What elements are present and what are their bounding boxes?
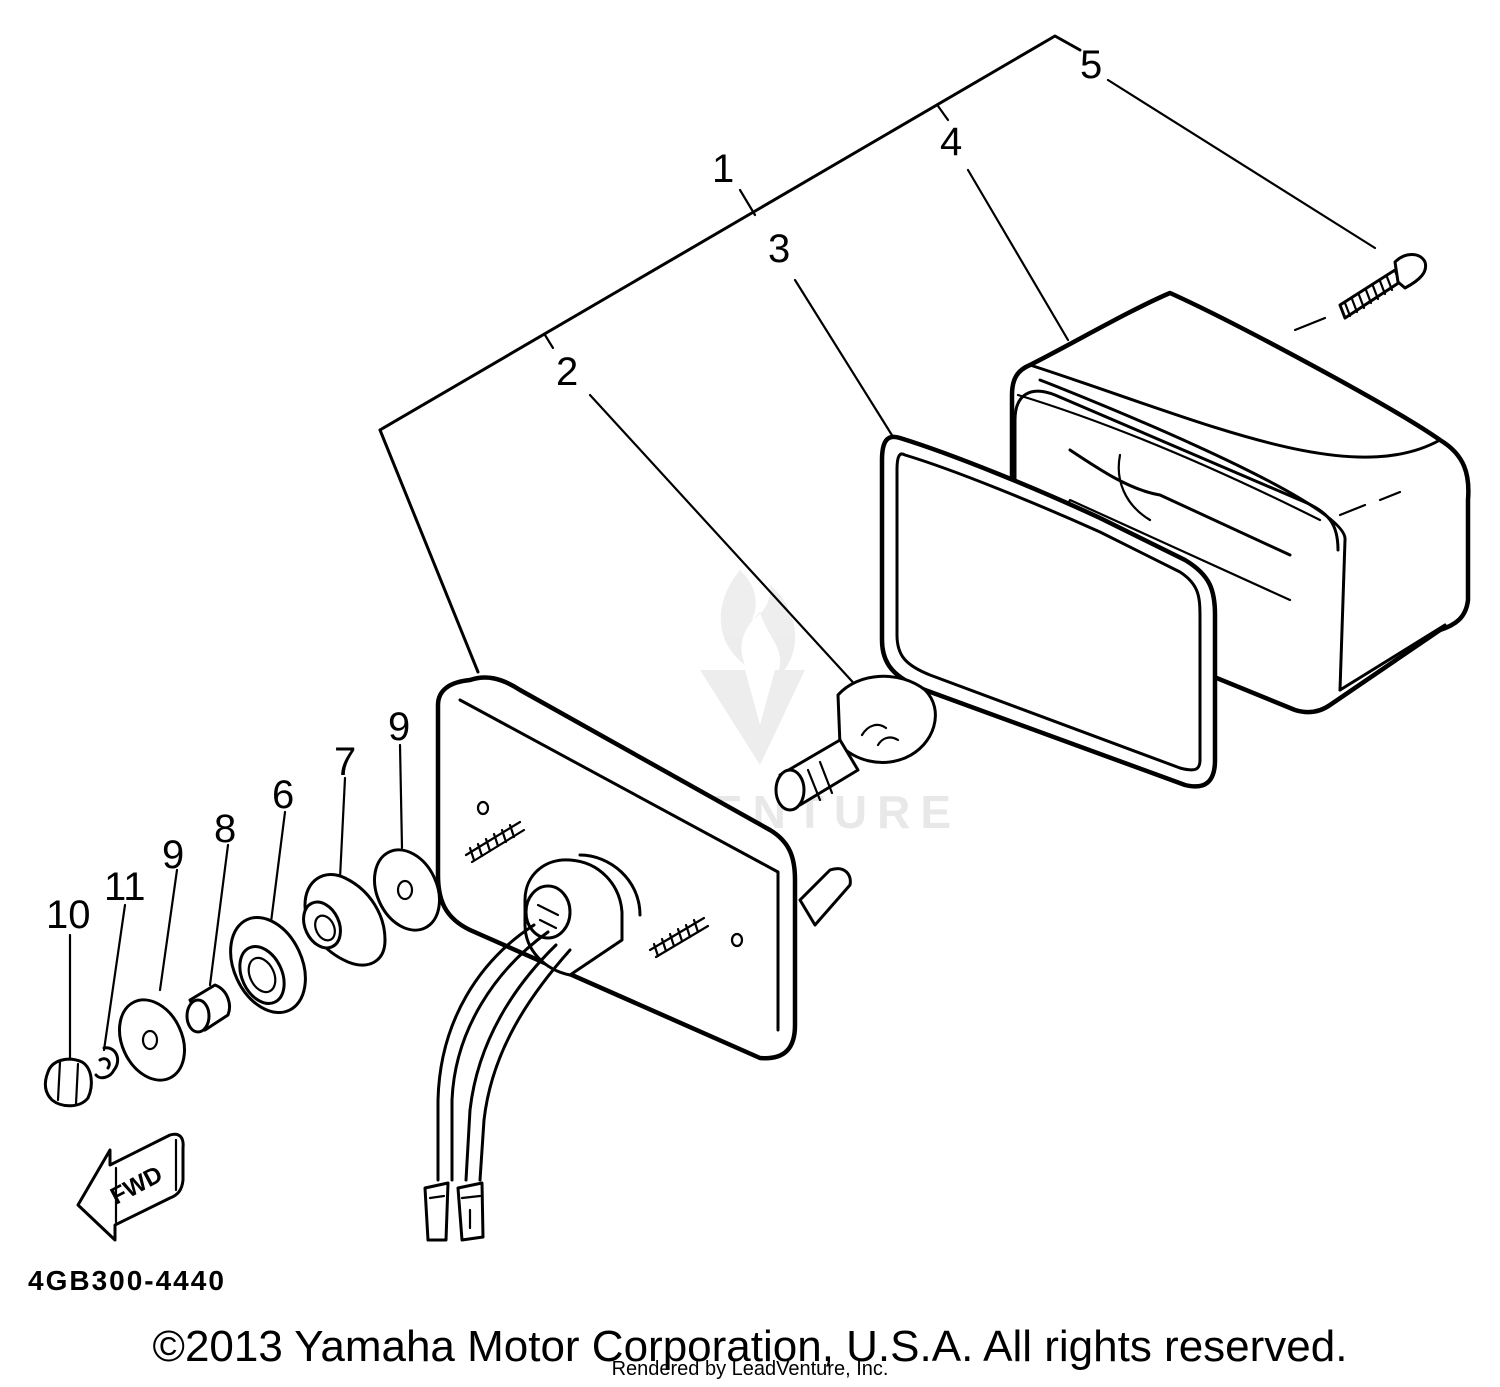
fwd-direction-arrow: FWD — [76, 1132, 185, 1242]
part-2-bulb — [774, 674, 937, 812]
leader-lines — [68, 78, 1377, 1062]
callout-1: 1 — [712, 147, 734, 191]
callout-2: 2 — [556, 350, 578, 394]
rendered-by-notice: Rendered by LeadVenture, Inc. — [611, 1358, 889, 1380]
callout-7: 7 — [334, 740, 356, 784]
watermark-logo — [700, 570, 805, 765]
part-9-washer-right — [373, 848, 441, 932]
callout-4: 4 — [940, 120, 962, 164]
diagram-code: 4GB300-4440 — [28, 1265, 226, 1296]
callout-9-left: 9 — [162, 833, 184, 877]
part-3-gasket — [879, 434, 1218, 789]
part-6-damper — [229, 915, 307, 1015]
copyright-notice: ©2013 Yamaha Motor Corporation, U.S.A. A… — [152, 1322, 1348, 1371]
assembly-bracket — [378, 34, 1082, 674]
part-10-nut — [43, 1057, 93, 1108]
part-5-screw — [1338, 253, 1428, 320]
part-11-lock-washer — [94, 1046, 120, 1080]
callout-3: 3 — [768, 227, 790, 271]
callout-6: 6 — [272, 773, 294, 817]
part-1-tail-light-base — [423, 675, 852, 1242]
part-8-collar — [185, 983, 231, 1034]
part-9-washer-left — [118, 998, 186, 1082]
callout-8: 8 — [214, 807, 236, 851]
callout-labels: 1 2 3 4 5 6 7 8 9 9 10 11 — [46, 43, 1102, 937]
callout-5: 5 — [1080, 43, 1102, 87]
callout-9-right: 9 — [388, 705, 410, 749]
part-7-grommet — [302, 872, 387, 967]
callout-11: 11 — [104, 865, 146, 909]
callout-10: 10 — [46, 893, 91, 937]
